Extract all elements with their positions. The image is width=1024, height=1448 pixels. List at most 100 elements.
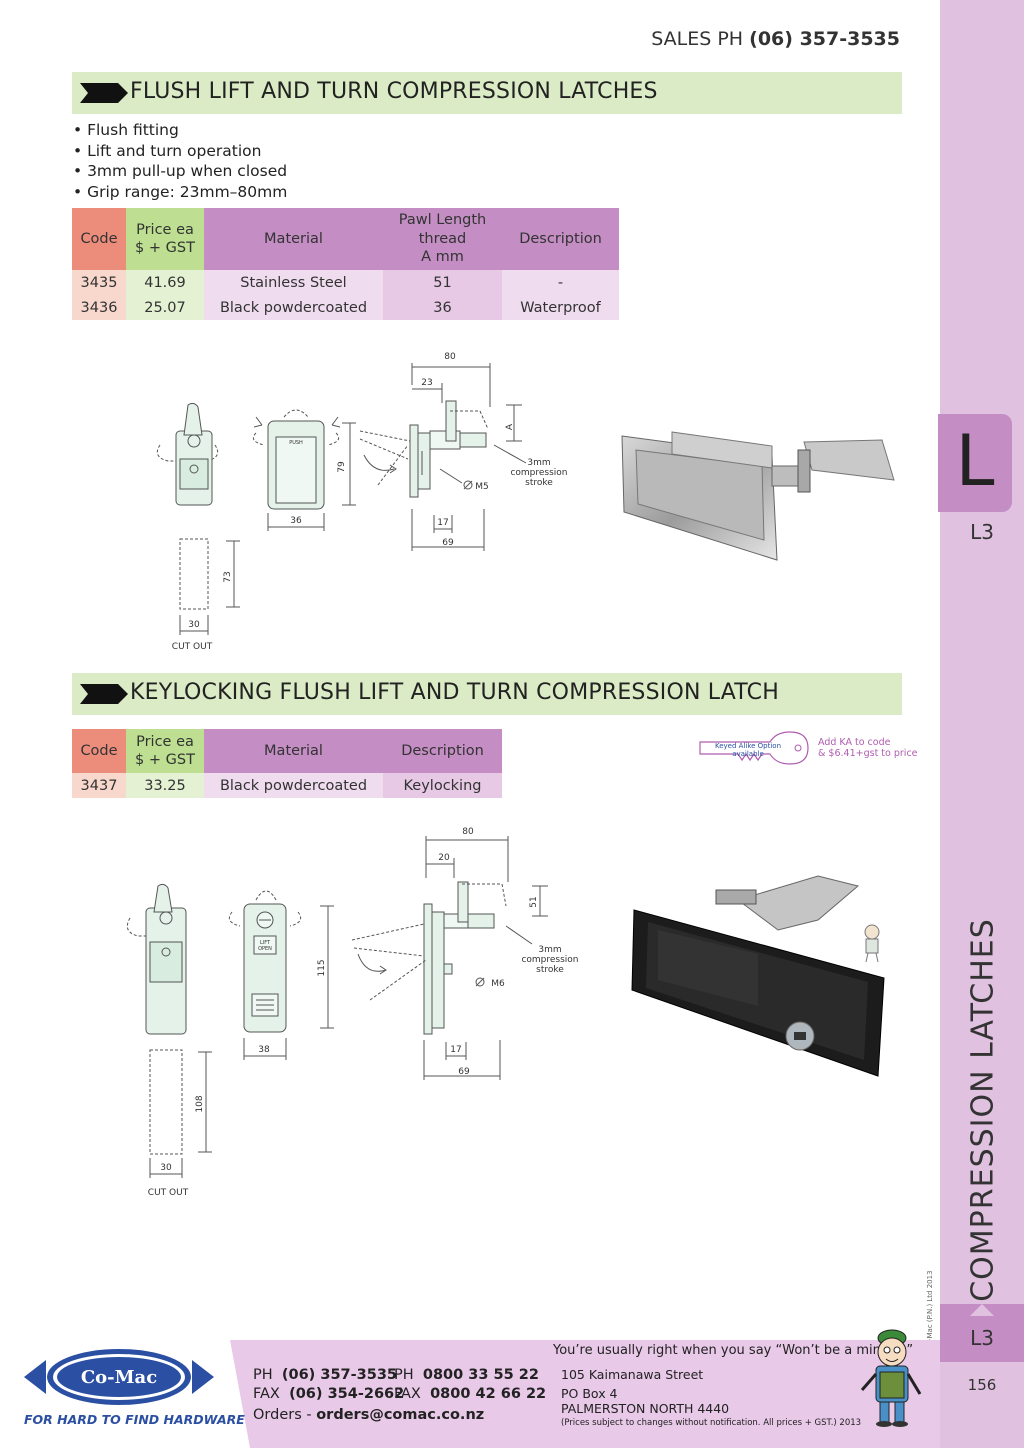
- col-pawl-line2: thread: [418, 230, 467, 247]
- col-code: Code: [72, 208, 126, 270]
- chevron-arrow-icon: [80, 684, 128, 704]
- thread-size-label: M5: [475, 482, 489, 492]
- col-pawl-line1: Pawl Length: [398, 212, 487, 229]
- col-price-line1: Price ea: [136, 733, 194, 750]
- col-pawl-line3: A mm: [421, 249, 464, 266]
- key-icon: Keyed Alike Option available: [699, 731, 809, 765]
- tagline: FOR HARD TO FIND HARDWARE: [24, 1412, 245, 1427]
- section1-title: FLUSH LIFT AND TURN COMPRESSION LATCHES: [130, 79, 658, 104]
- footer-fax: FAX (06) 354-2662: [253, 1386, 404, 1402]
- fax-label: FAX: [253, 1386, 280, 1402]
- ph2-value: 0800 33 55 22: [422, 1367, 539, 1383]
- feature-item: • 3mm pull-up when closed: [73, 162, 288, 181]
- cell-description: Waterproof: [502, 295, 619, 320]
- col-price: Price ea $ + GST: [126, 729, 204, 773]
- address-line: PALMERSTON NORTH 4440: [561, 1401, 730, 1416]
- ph2-label: PH: [394, 1367, 414, 1383]
- footer-phone: PH (06) 357-3535: [253, 1367, 397, 1383]
- section-code: L3: [970, 520, 994, 544]
- footer-phone-free: PH 0800 33 55 22: [394, 1367, 539, 1383]
- keyed-alike-line1: Keyed Alike Option: [715, 742, 781, 750]
- dim-label: 108: [195, 1095, 205, 1112]
- col-code: Code: [72, 729, 126, 773]
- keylocking-latch-technical-drawing: 80 20 51 115 38 17 69 108 30 CUT OUT 3mm…: [126, 827, 579, 1198]
- cell-material: Black powdercoated: [204, 295, 383, 320]
- col-material: Material: [204, 729, 383, 773]
- cell-code: 3437: [72, 773, 126, 798]
- thread-size-label: M6: [491, 979, 505, 989]
- stroke-label: stroke: [536, 965, 564, 975]
- table-row: 3437 33.25 Black powdercoated Keylocking: [72, 773, 502, 798]
- col-price-line2: $ + GST: [135, 752, 195, 768]
- push-label: PUSH: [289, 440, 303, 446]
- section-title-vertical: COMPRESSION LATCHES: [965, 918, 1001, 1302]
- slogan-quote: You’re usually right when you say “Won’t…: [553, 1343, 914, 1358]
- cell-code: 3435: [72, 270, 126, 295]
- sales-label: SALES PH: [651, 28, 744, 50]
- lift-label: LIFT: [260, 940, 271, 946]
- cell-price: 41.69: [126, 270, 204, 295]
- section-letter-tab[interactable]: L: [938, 414, 1012, 512]
- feature-item: • Flush fitting: [73, 121, 179, 139]
- mascot-small-icon: [864, 924, 880, 963]
- section2-title: KEYLOCKING FLUSH LIFT AND TURN COMPRESSI…: [130, 680, 779, 705]
- keyed-alike-note: Add KA to code & $6.41+gst to price: [818, 737, 918, 759]
- fax2-value: 0800 42 66 22: [430, 1386, 547, 1402]
- side-tab-strip: [940, 0, 1024, 1448]
- cell-description: Keylocking: [383, 773, 502, 798]
- dim-label: 79: [337, 461, 347, 473]
- keyed-alike-note-line2: & $6.41+gst to price: [818, 747, 918, 759]
- fax2-label: FAX: [394, 1386, 421, 1402]
- section-letter: L: [955, 420, 995, 502]
- cell-pawl: 51: [383, 270, 502, 295]
- chevron-arrow-icon: [80, 83, 128, 103]
- cell-price: 33.25: [126, 773, 204, 798]
- footer-fax-free: FAX 0800 42 66 22: [394, 1386, 546, 1402]
- mascot-icon: [860, 1329, 922, 1427]
- black-keylocking-latch-photo: [631, 875, 885, 1077]
- address-line: 105 Kaimanawa Street: [561, 1367, 704, 1382]
- dim-label: 69: [458, 1067, 470, 1077]
- section2-heading-bar: KEYLOCKING FLUSH LIFT AND TURN COMPRESSI…: [72, 673, 902, 715]
- section2-product-table: Code Price ea $ + GST Material Descripti…: [72, 729, 502, 798]
- footer-section-code: L3: [970, 1326, 994, 1350]
- stroke-label: 3mm: [538, 945, 561, 955]
- col-pawl: Pawl Length thread A mm: [383, 208, 502, 270]
- logo-name: Co-Mac: [81, 1367, 157, 1388]
- address-line: PO Box 4: [561, 1386, 618, 1401]
- dim-label: 17: [437, 518, 448, 528]
- section1-heading-bar: FLUSH LIFT AND TURN COMPRESSION LATCHES: [72, 72, 902, 114]
- stainless-latch-photo: [621, 431, 895, 561]
- col-price-line2: $ + GST: [135, 240, 195, 256]
- dim-label: 80: [444, 352, 456, 362]
- dim-label: 30: [160, 1163, 172, 1173]
- dim-label: 20: [438, 853, 450, 863]
- dim-label: A: [505, 423, 515, 430]
- tab-notch: [970, 1304, 994, 1316]
- cut-out-label: CUT OUT: [172, 642, 213, 652]
- cell-description: -: [502, 270, 619, 295]
- ph-value: (06) 357-3535: [281, 1367, 397, 1383]
- open-label: OPEN: [258, 946, 272, 952]
- table-row: 3435 41.69 Stainless Steel 51 -: [72, 270, 619, 295]
- comac-logo-icon[interactable]: Co-Mac: [24, 1346, 214, 1408]
- cell-price: 25.07: [126, 295, 204, 320]
- dim-label: 51: [529, 896, 539, 907]
- dim-label: 30: [188, 620, 200, 630]
- dim-label: 38: [258, 1045, 270, 1055]
- sales-phone: (06) 357-3535: [749, 28, 900, 50]
- cut-out-label: CUT OUT: [148, 1188, 189, 1198]
- price-disclaimer: (Prices subject to changes without notif…: [561, 1418, 862, 1428]
- col-price-line1: Price ea: [136, 221, 194, 238]
- dim-label: 80: [462, 827, 474, 837]
- sales-phone-header: SALES PH (06) 357-3535: [651, 28, 900, 50]
- col-description: Description: [383, 729, 502, 773]
- keyed-alike-line2: available: [732, 750, 764, 758]
- fax-value: (06) 354-2662: [289, 1386, 405, 1402]
- dim-label: 115: [317, 959, 327, 976]
- table-row: 3436 25.07 Black powdercoated 36 Waterpr…: [72, 295, 619, 320]
- stroke-label: compression: [510, 468, 567, 478]
- orders-email-link[interactable]: orders@comac.co.nz: [316, 1407, 485, 1423]
- stroke-label: compression: [521, 955, 578, 965]
- col-price: Price ea $ + GST: [126, 208, 204, 270]
